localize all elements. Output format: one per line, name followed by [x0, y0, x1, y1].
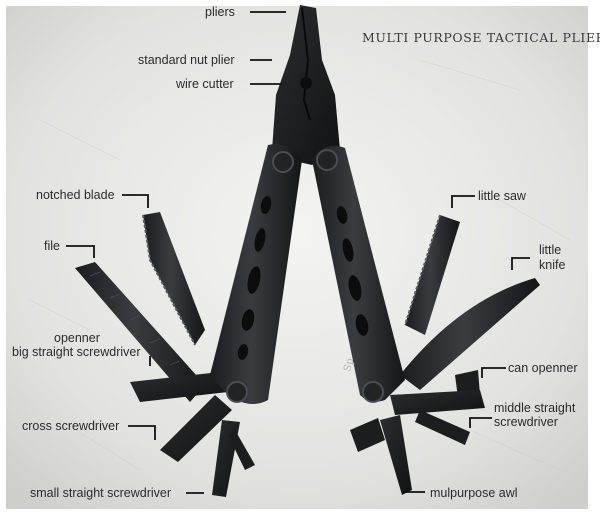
- cross-screwdriver: [160, 395, 232, 462]
- label-middle-straight-line1: middle straight: [494, 401, 576, 415]
- big-straight-screwdriver: [130, 372, 228, 402]
- label-notched-blade: notched blade: [36, 188, 115, 202]
- little-knife: [400, 278, 540, 390]
- label-mulpurpose-awl: mulpurpose awl: [430, 486, 518, 500]
- label-wire-cutter: wire cutter: [176, 77, 234, 91]
- notched-blade: [143, 212, 205, 345]
- pliers-head: [272, 5, 340, 165]
- label-standard-nut-plier: standard nut plier: [138, 53, 235, 67]
- product-title: MULTI PURPOSE TACTICAL PLIERS: [362, 30, 600, 45]
- little-saw: [405, 215, 460, 335]
- left-handle: [210, 144, 302, 404]
- label-middle-straight-line2: screwdriver: [494, 415, 558, 429]
- label-openner: openner: [54, 331, 100, 345]
- right-handle: Sp: [312, 145, 405, 403]
- label-cross-screwdriver: cross screwdriver: [22, 419, 120, 433]
- mulpurpose-awl: [380, 415, 412, 495]
- left-tools: [75, 212, 255, 497]
- leader-lines: [66, 11, 530, 494]
- label-can-openner: can openner: [508, 361, 578, 375]
- label-little-knife-line1: little: [539, 243, 562, 257]
- label-file: file: [44, 239, 60, 253]
- label-little-knife-line2: knife: [539, 258, 566, 272]
- label-pliers: pliers: [205, 5, 235, 19]
- file-tool: [75, 262, 205, 402]
- label-big-straight-screwdriver: big straight screwdriver: [12, 345, 141, 359]
- handle-signature: Sp: [342, 357, 356, 373]
- middle-straight-screwdriver: [390, 390, 485, 415]
- label-little-saw: little saw: [478, 189, 526, 203]
- right-tools: [350, 214, 540, 495]
- label-small-straight-screwdriver: small straight screwdriver: [30, 486, 172, 500]
